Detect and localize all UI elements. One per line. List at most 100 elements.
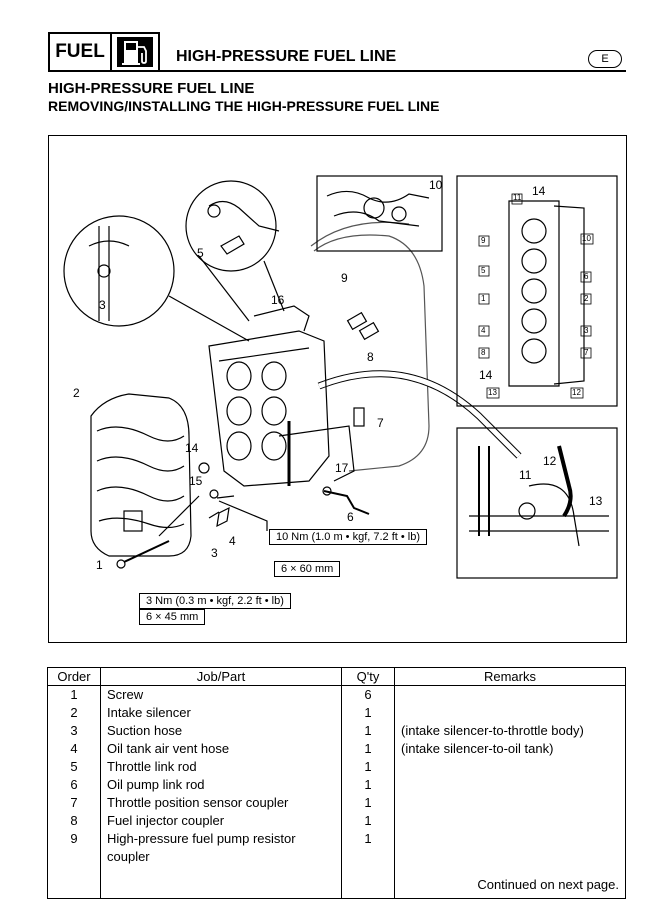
detail-box-9: 9	[481, 236, 486, 245]
row-qty: 1	[341, 812, 395, 830]
detail-box-10: 10	[582, 234, 591, 243]
header-rule	[160, 70, 626, 72]
row-order: 4	[47, 740, 101, 758]
row-qty: 1	[341, 758, 395, 776]
diagram-illustration	[63, 175, 618, 579]
col-header-order: Order	[47, 667, 101, 686]
table-row: 5 Throttle link rod 1	[47, 758, 626, 776]
callout-6: 6	[347, 510, 354, 524]
row-job: Suction hose	[100, 722, 342, 740]
section-label: FUEL	[50, 34, 112, 70]
col-header-qty: Q'ty	[341, 667, 395, 686]
table-row: 7 Throttle position sensor coupler 1	[47, 794, 626, 812]
callout-7: 7	[377, 416, 384, 430]
row-order: 5	[47, 758, 101, 776]
row-order: 6	[47, 776, 101, 794]
callout-13: 13	[589, 494, 603, 508]
table-row: 2 Intake silencer 1	[47, 704, 626, 722]
empty-cell	[47, 866, 101, 899]
row-order: 2	[47, 704, 101, 722]
row-qty: 6	[341, 685, 395, 704]
row-qty: 1	[341, 794, 395, 812]
callout-3: 3	[211, 546, 218, 560]
col-header-remarks: Remarks	[394, 667, 626, 686]
empty-cell	[341, 866, 395, 899]
exploded-diagram: 1 2 3 4 5 6 7 8 9 10 11 12 13 14 15 16 1…	[48, 135, 627, 643]
row-order: 1	[47, 685, 101, 704]
row-remarks	[394, 812, 626, 830]
fuel-pump-icon	[112, 34, 158, 70]
detail-callout-14-top: 14	[532, 184, 546, 198]
row-order: 8	[47, 812, 101, 830]
detail-box-4: 4	[481, 326, 486, 335]
row-job: Intake silencer	[100, 704, 342, 722]
row-job: Throttle position sensor coupler	[100, 794, 342, 812]
row-order: 3	[47, 722, 101, 740]
table-row: 1 Screw 6	[47, 685, 626, 704]
continued-note: Continued on next page.	[394, 866, 626, 899]
row-qty: 1	[341, 704, 395, 722]
language-badge: E	[588, 50, 622, 68]
header-title: HIGH-PRESSURE FUEL LINE	[176, 48, 397, 65]
callout-2: 2	[73, 386, 80, 400]
callout-11: 11	[519, 468, 532, 482]
detail-box-6: 6	[584, 272, 589, 281]
row-remarks	[394, 758, 626, 776]
detail-box-3: 3	[584, 326, 589, 335]
detail-callout-14-bottom: 14	[479, 368, 493, 382]
row-qty: 1	[341, 740, 395, 758]
torque-spec-2: 3 Nm (0.3 m • kgf, 2.2 ft • lb)	[139, 593, 291, 609]
callout-17: 17	[335, 461, 349, 475]
row-remarks	[394, 685, 626, 704]
row-remarks	[394, 794, 626, 812]
table-row: 3 Suction hose 1 (intake silencer-to-thr…	[47, 722, 626, 740]
section-title: HIGH-PRESSURE FUEL LINE	[48, 80, 255, 97]
row-remarks	[394, 776, 626, 794]
table-row: 6 Oil pump link rod 1	[47, 776, 626, 794]
row-order: 9	[47, 830, 101, 866]
callout-10: 10	[429, 178, 443, 192]
bolt-size-1: 6 × 60 mm	[274, 561, 341, 577]
row-job: Oil pump link rod	[100, 776, 342, 794]
callout-1: 1	[96, 558, 103, 572]
row-remarks	[394, 830, 626, 866]
callout-14: 14	[185, 441, 199, 455]
callout-8: 8	[367, 350, 374, 364]
callout-9: 9	[341, 271, 348, 285]
row-qty: 1	[341, 830, 395, 866]
empty-cell	[100, 866, 342, 899]
detail-callout-3: 3	[99, 298, 106, 312]
detail-box-11: 11	[513, 193, 522, 202]
table-row: 8 Fuel injector coupler 1	[47, 812, 626, 830]
row-order: 7	[47, 794, 101, 812]
callout-15: 15	[189, 474, 203, 488]
callout-12: 12	[543, 454, 557, 468]
col-header-job: Job/Part	[100, 667, 342, 686]
row-job: Fuel injector coupler	[100, 812, 342, 830]
detail-box-8: 8	[481, 348, 486, 357]
detail-box-12: 12	[572, 388, 581, 397]
row-job: Oil tank air vent hose	[100, 740, 342, 758]
row-remarks: (intake silencer-to-throttle body)	[394, 722, 626, 740]
procedure-subtitle: REMOVING/INSTALLING THE HIGH-PRESSURE FU…	[48, 98, 440, 114]
table-header-row: Order Job/Part Q'ty Remarks	[47, 667, 626, 686]
row-job: Throttle link rod	[100, 758, 342, 776]
page-header: FUEL HIGH-PRESSURE FUEL LINE E	[48, 32, 626, 74]
detail-box-5: 5	[481, 266, 486, 275]
row-remarks	[394, 704, 626, 722]
row-job: High-pressure fuel pump resistor coupler	[100, 830, 342, 866]
torque-spec-1: 10 Nm (1.0 m • kgf, 7.2 ft • lb)	[269, 529, 428, 545]
bolt-size-2: 6 × 45 mm	[139, 609, 206, 625]
table-row: 9 High-pressure fuel pump resistor coupl…	[47, 830, 626, 866]
table-row: 4 Oil tank air vent hose 1 (intake silen…	[47, 740, 626, 758]
callout-5: 5	[197, 246, 204, 260]
detail-box-1: 1	[481, 294, 486, 303]
row-qty: 1	[341, 776, 395, 794]
callout-4: 4	[229, 534, 236, 548]
detail-box-7: 7	[584, 348, 589, 357]
table-footer-row: Continued on next page.	[47, 866, 626, 899]
row-job: Screw	[100, 685, 342, 704]
row-qty: 1	[341, 722, 395, 740]
section-badge: FUEL	[48, 32, 160, 72]
detail-box-13: 13	[488, 388, 497, 397]
